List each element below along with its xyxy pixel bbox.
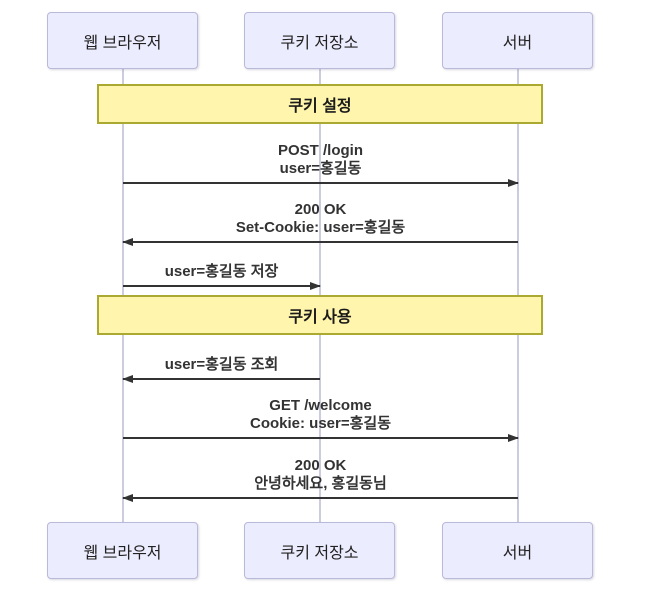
arrow-line: [122, 494, 518, 502]
message-greeting: 200 OK 안녕하세요, 홍길동님: [122, 455, 518, 502]
message-post-login: POST /login user=홍길동: [123, 140, 519, 187]
message-label: user=홍길동 저장: [164, 263, 279, 280]
actor-cookie-store-bottom: 쿠키 저장소: [244, 522, 395, 579]
arrowhead-left-icon: [122, 238, 133, 246]
arrow-line: [122, 238, 518, 246]
arrowhead-right-icon: [508, 434, 519, 442]
arrow-line: [123, 434, 519, 442]
actor-server-top: 서버: [442, 12, 593, 69]
message-get-welcome: GET /welcome Cookie: user=홍길동: [123, 395, 519, 442]
arrowhead-left-icon: [122, 494, 133, 502]
arrowhead-right-icon: [508, 179, 519, 187]
message-label: POST /login user=홍길동: [278, 142, 363, 177]
message-lookup-cookie: user=홍길동 조회: [122, 354, 320, 383]
arrow-line: [122, 375, 320, 383]
message-label: 200 OK 안녕하세요, 홍길동님: [254, 457, 387, 492]
message-label: user=홍길동 조회: [164, 356, 279, 373]
arrowhead-right-icon: [310, 282, 321, 290]
note-cookie-setup: 쿠키 설정: [97, 84, 543, 124]
message-label: GET /welcome Cookie: user=홍길동: [249, 397, 392, 432]
actor-browser-bottom: 웹 브라우저: [47, 522, 198, 579]
actor-browser-top: 웹 브라우저: [47, 12, 198, 69]
message-set-cookie: 200 OK Set-Cookie: user=홍길동: [122, 199, 518, 246]
message-store-cookie: user=홍길동 저장: [123, 261, 321, 290]
arrow-line: [123, 179, 519, 187]
actor-cookie-store-top: 쿠키 저장소: [244, 12, 395, 69]
message-label: 200 OK Set-Cookie: user=홍길동: [235, 201, 406, 236]
note-cookie-use: 쿠키 사용: [97, 295, 543, 335]
arrow-line: [123, 282, 321, 290]
actor-server-bottom: 서버: [442, 522, 593, 579]
arrowhead-left-icon: [122, 375, 133, 383]
